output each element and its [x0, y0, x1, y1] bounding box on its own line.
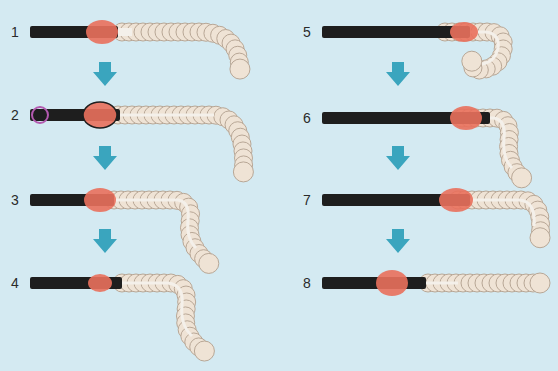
step-number: 5 — [303, 25, 311, 39]
step-number: 7 — [303, 193, 311, 207]
balloon — [83, 20, 482, 296]
step-number: 8 — [303, 276, 311, 290]
step-number: 6 — [303, 111, 311, 125]
inner-tube — [112, 32, 534, 336]
control-marker — [32, 107, 48, 123]
step-number: 4 — [11, 276, 19, 290]
step-number: 1 — [11, 25, 19, 39]
step-number: 2 — [11, 108, 19, 122]
step-arrows — [93, 62, 410, 253]
overtube-segments — [105, 23, 550, 361]
step-number: 3 — [11, 193, 19, 207]
endoscope-shaft — [30, 26, 490, 289]
